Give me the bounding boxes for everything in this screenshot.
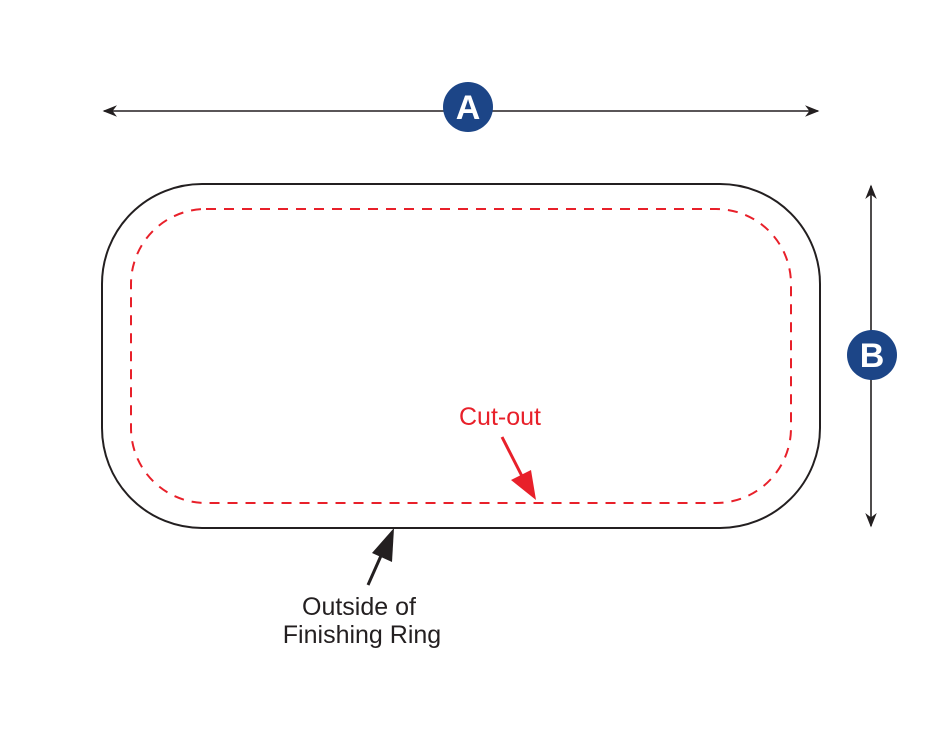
dimension-a-badge: A — [443, 82, 493, 132]
finishing-ring-outline — [101, 183, 821, 529]
cutout-label: Cut-out — [459, 403, 541, 431]
finishing-ring-arrow — [366, 528, 394, 586]
finishing-ring-label-line2: Finishing Ring — [283, 621, 441, 649]
cutout-arrow — [500, 436, 536, 500]
dimension-b-badge: B — [847, 330, 897, 380]
cutout-outline — [130, 208, 792, 504]
dimension-a-label: A — [456, 89, 481, 127]
dimension-b-label: B — [860, 337, 885, 375]
finishing-ring-label-line1: Outside of — [302, 593, 416, 621]
